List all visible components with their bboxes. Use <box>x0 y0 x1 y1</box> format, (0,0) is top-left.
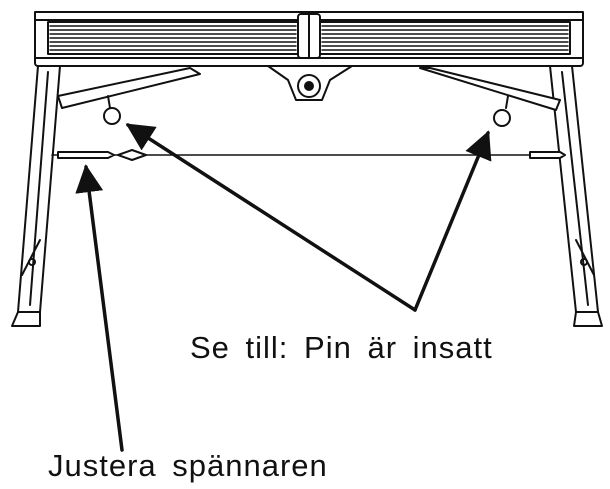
tensioner-arrow <box>75 164 124 452</box>
tension-rod <box>51 149 566 161</box>
right-leg <box>419 65 603 327</box>
adjust-tensioner-label: Justera spännaren <box>48 448 328 483</box>
left-leg <box>11 65 201 327</box>
pin-inserted-label: Se till: Pin är insatt <box>190 330 493 365</box>
bench-top <box>34 11 584 67</box>
pin-arrow-right <box>413 130 492 312</box>
center-hinge <box>267 65 353 101</box>
pin-arrow-left <box>125 123 417 312</box>
